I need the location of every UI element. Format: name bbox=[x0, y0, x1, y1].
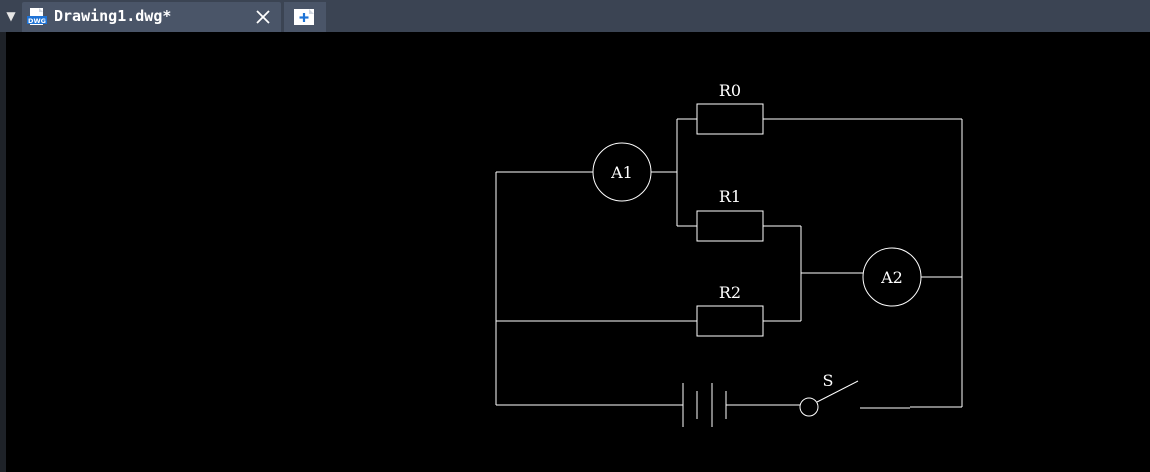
close-icon[interactable] bbox=[252, 6, 274, 28]
new-tab-button[interactable] bbox=[284, 2, 326, 32]
label-r1: R1 bbox=[719, 187, 741, 206]
label-r0: R0 bbox=[719, 81, 741, 100]
resistor-r2 bbox=[696, 305, 764, 337]
viewport-left-border bbox=[0, 32, 6, 472]
tab-list-dropdown[interactable]: ▼ bbox=[6, 9, 16, 23]
new-tab-icon bbox=[294, 9, 314, 25]
tab-title: Drawing1.dwg* bbox=[54, 7, 172, 25]
tab-drawing1[interactable]: DWG Drawing1.dwg* bbox=[22, 2, 281, 32]
label-a2: A2 bbox=[880, 268, 903, 287]
switch-lever bbox=[816, 380, 859, 403]
label-a1: A1 bbox=[610, 163, 633, 182]
label-r2: R2 bbox=[719, 283, 741, 302]
dwg-file-icon: DWG bbox=[27, 8, 47, 25]
resistor-r0 bbox=[696, 103, 764, 135]
drawing-canvas[interactable] bbox=[6, 32, 1150, 472]
label-s: S bbox=[823, 371, 834, 390]
switch-pivot bbox=[799, 397, 819, 417]
resistor-r1 bbox=[696, 210, 764, 242]
svg-text:DWG: DWG bbox=[28, 17, 46, 25]
document-tab-bar: ▼ DWG Drawing1.dwg* bbox=[0, 0, 1150, 32]
